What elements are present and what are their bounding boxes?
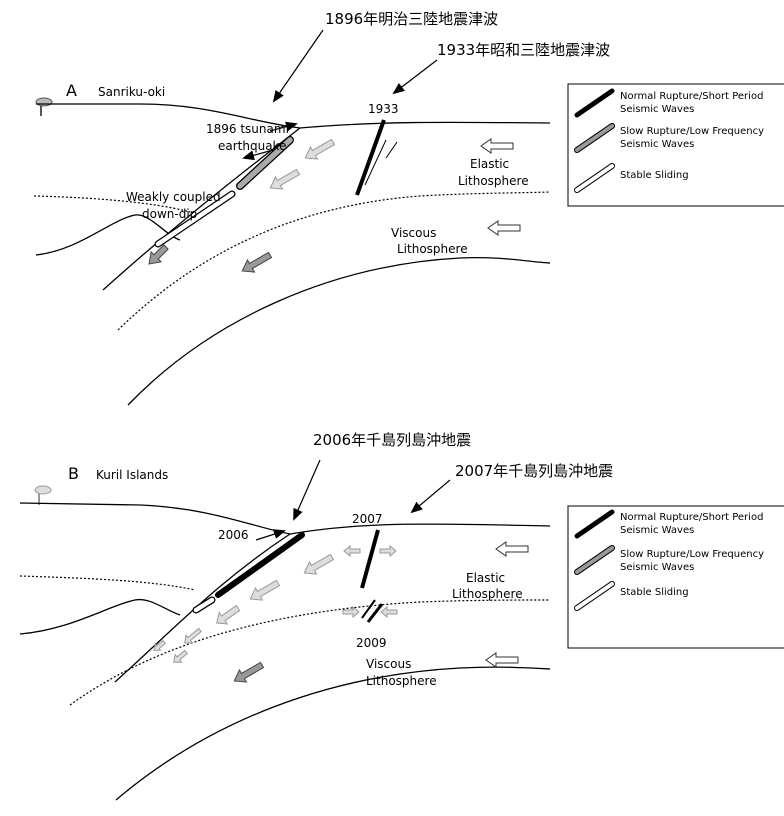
fault-2009 [366, 603, 384, 623]
legend-b: Normal Rupture/Short Period Seismic Wave… [567, 505, 784, 649]
weak-label-line1: Weakly coupled [126, 190, 221, 204]
viscous-label-b-line2: Lithosphere [366, 674, 437, 688]
surface-line [36, 103, 551, 129]
elastic-label-line2: Lithosphere [458, 174, 529, 188]
legend-a-slow-line2: Seismic Waves [620, 139, 694, 150]
legend-b-normal-line2: Seismic Waves [620, 525, 694, 536]
legend-b-slow-line1: Slow Rupture/Low Frequency [620, 549, 764, 560]
elastic-viscous-boundary [117, 191, 551, 331]
panel-a: A Sanriku-oki 1933 1896 tsunami [33, 81, 551, 406]
legend-a-normal-swatch [574, 88, 615, 118]
fault-2009-pair [361, 599, 376, 619]
meiji-tsunami-label: 1896年明治三陸地震津波 [325, 10, 498, 28]
legend-a-stable-label: Stable Sliding [620, 170, 689, 181]
fault-1933 [355, 119, 386, 196]
meiji-pointer-arrow [272, 29, 324, 103]
surface-line-b [19, 502, 551, 535]
push-arrow-elastic [480, 138, 514, 154]
legend-b-stable-swatch [575, 582, 614, 610]
legend-a-box [567, 83, 784, 207]
event-2006-label: 2006 [218, 528, 249, 542]
slip-arrow-upper [269, 121, 298, 132]
elastic-label-b-line1: Elastic [466, 571, 505, 585]
legend-b-slow-line2: Seismic Waves [620, 562, 694, 573]
stress-arrow-2009-right [380, 605, 398, 619]
flow-arrow-b7 [233, 661, 265, 683]
viscous-label-b-line1: Viscous [366, 657, 411, 671]
panel-a-letter: A [66, 81, 77, 100]
upper-plate-dotted-line [33, 195, 191, 213]
kuril-2007-pointer-arrow [410, 479, 451, 514]
rupture-2006 [215, 532, 305, 598]
viscous-label-line2: Lithosphere [397, 242, 468, 256]
stress-arrow-2007-right [379, 544, 397, 558]
flow-arrow-b5 [173, 649, 188, 663]
legend-a-slow-line1: Slow Rupture/Low Frequency [620, 126, 764, 137]
slip-arrow-upper-b [255, 529, 286, 541]
event-1933-label: 1933 [368, 102, 399, 116]
panel-b-name: Kuril Islands [96, 468, 168, 482]
panel-a-name: Sanriku-oki [98, 85, 165, 99]
weak-label-line2: down-dip [142, 207, 197, 221]
fault-1933-motion-up [385, 141, 398, 159]
kuril-2006-pointer-arrow [293, 459, 321, 521]
elastic-label-b-line2: Lithosphere [452, 587, 523, 601]
showa-tsunami-label: 1933年昭和三陸地震津波 [437, 41, 610, 59]
pin-icon-b [34, 485, 52, 505]
slip-arrow-lower [242, 149, 274, 161]
flow-arrow-a1 [304, 138, 336, 160]
legend-a-normal-line1: Normal Rupture/Short Period [620, 91, 763, 102]
legend-a-normal-line2: Seismic Waves [620, 104, 694, 115]
push-arrow-elastic-b [495, 541, 529, 557]
legend-a: Normal Rupture/Short Period Seismic Wave… [567, 83, 784, 207]
legend-a-slow-swatch [575, 124, 614, 152]
fault-1933-motion-down [364, 139, 387, 186]
flow-arrow-a4 [148, 244, 169, 265]
flow-arrow-b2 [249, 579, 281, 601]
wedge-line-b [19, 598, 181, 635]
flow-arrow-b3 [216, 604, 241, 625]
fault-2007 [360, 529, 380, 589]
tsunami-label-line1: 1896 tsunami [206, 122, 289, 136]
flow-arrow-b6 [153, 639, 166, 651]
push-arrow-viscous [487, 220, 521, 236]
panel-b-letter: B [68, 464, 79, 483]
legend-b-box [567, 505, 784, 649]
stress-arrow-2009-left [342, 605, 360, 619]
elastic-label-line1: Elastic [470, 157, 509, 171]
viscous-base-line [127, 256, 551, 406]
flow-arrow-b4 [184, 627, 202, 644]
kuril-2007-label: 2007年千島列島沖地震 [455, 462, 613, 480]
upper-plate-dotted-line-b [19, 575, 196, 591]
viscous-base-line-b [115, 666, 551, 801]
flow-arrow-a3 [241, 251, 273, 273]
tsunami-label-line2: earthquake [218, 139, 286, 153]
push-arrow-viscous-b [485, 652, 519, 668]
flow-arrow-b1 [303, 553, 335, 575]
legend-b-normal-line1: Normal Rupture/Short Period [620, 512, 763, 523]
legend-a-stable-swatch [575, 164, 614, 192]
viscous-label-line1: Viscous [391, 226, 436, 240]
flow-arrow-a2 [269, 168, 301, 190]
stable-sliding-fill [155, 191, 235, 247]
wedge-line [35, 214, 181, 256]
pin-icon [35, 97, 53, 116]
event-2009-label: 2009 [356, 636, 387, 650]
elastic-viscous-boundary-b [69, 599, 551, 706]
slow-rupture-fill [237, 137, 293, 189]
kuril-2006-label: 2006年千島列島沖地震 [313, 431, 471, 449]
legend-b-normal-swatch [574, 509, 615, 539]
legend-b-slow-swatch [575, 546, 614, 574]
stable-sliding-fill-b [193, 597, 215, 613]
event-2007-label: 2007 [352, 512, 383, 526]
stress-arrow-2007-left [343, 544, 361, 558]
legend-b-stable-label: Stable Sliding [620, 587, 689, 598]
showa-pointer-arrow [392, 59, 438, 95]
panel-b: B Kuril Islands 2006 2007 2009 Elastic L… [19, 464, 551, 801]
